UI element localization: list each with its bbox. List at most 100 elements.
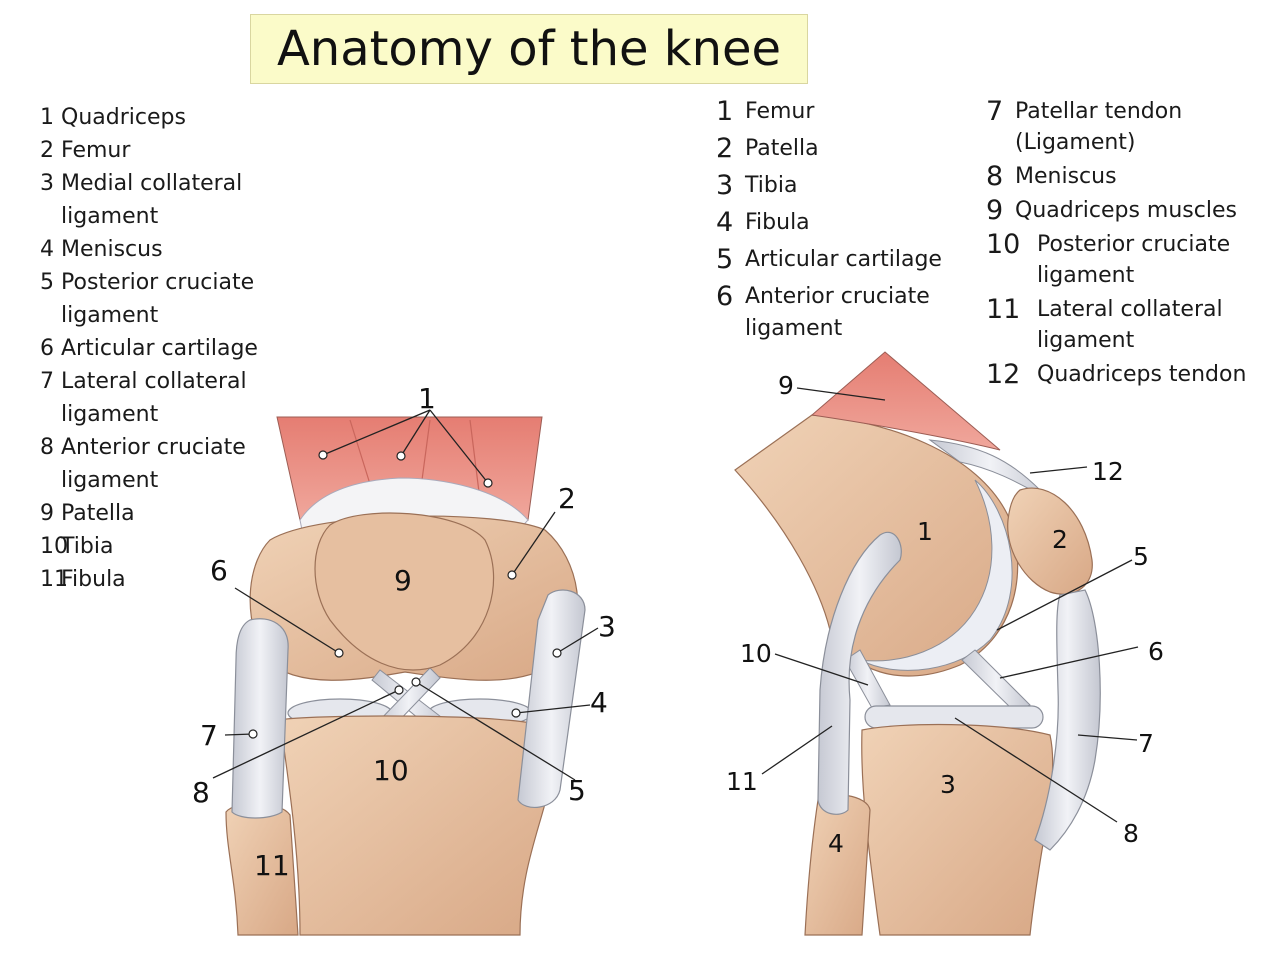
legend-label: Lateral collateral ligament — [61, 369, 247, 427]
legend-label: Meniscus — [1015, 164, 1117, 189]
side-callout-3: 3 — [940, 770, 956, 799]
legend-number: 4 — [40, 237, 54, 262]
front-view-knee — [225, 416, 586, 936]
legend-label: Patella — [745, 136, 819, 161]
legend-label: Lateral collateral ligament — [1037, 297, 1223, 353]
side-callout-6: 6 — [1148, 637, 1164, 666]
legend-label: Fibula — [61, 567, 126, 592]
legend-item: 8 Anterior cruciate ligament — [40, 431, 290, 497]
legend-number: 4 — [716, 207, 734, 238]
legend-item: 2 Femur — [40, 134, 290, 167]
side-callout-8: 8 — [1123, 819, 1139, 848]
legend-label: Femur — [745, 99, 815, 124]
legend-label: Tibia — [745, 173, 798, 198]
front-callout-10: 10 — [373, 754, 409, 787]
legend-item: 7 Lateral collateral ligament — [40, 365, 290, 431]
legend-number: 7 — [986, 96, 1004, 127]
side-callout-1: 1 — [917, 517, 933, 546]
front-tibia-shape — [279, 715, 554, 936]
front-callout-3: 3 — [598, 610, 616, 643]
legend-label: Anterior cruciate ligament — [61, 435, 246, 493]
legend-label: Quadriceps muscles — [1015, 198, 1237, 223]
legend-number: 12 — [986, 359, 1021, 390]
legend-item: 1 Femur — [716, 96, 976, 128]
legend-number: 5 — [40, 270, 54, 295]
side-callout-7: 7 — [1138, 729, 1154, 758]
legend-number: 5 — [716, 244, 734, 275]
side-callout-9: 9 — [778, 371, 794, 400]
legend-side-view-part-1: 1 Femur 2 Patella 3 Tibia 4 Fibula 5 Articular ca… — [716, 96, 976, 350]
legend-label: Anterior cruciate ligament — [745, 284, 930, 341]
front-callout-11: 11 — [254, 849, 290, 882]
legend-number: 2 — [716, 133, 734, 164]
legend-label: Femur — [61, 138, 131, 163]
legend-number: 1 — [716, 96, 734, 127]
legend-item: 2 Patella — [716, 133, 976, 165]
legend-label: Posterior cruciate ligament — [1037, 232, 1231, 288]
legend-label: Patellar tendon (Ligament) — [1015, 99, 1183, 155]
front-callout-8: 8 — [192, 776, 210, 809]
diagram-title: Anatomy of the knee — [250, 14, 808, 84]
side-fibula-shape — [804, 794, 871, 936]
legend-item: 12 Quadriceps tendon — [986, 359, 1276, 390]
legend-label: Articular cartilage — [745, 247, 942, 272]
legend-item: 10 Posterior cruciate ligament — [986, 229, 1276, 291]
front-callout-5: 5 — [568, 774, 586, 807]
legend-front-view: 1 Quadriceps 2 Femur 3 Medial collateral liga… — [40, 101, 290, 596]
side-callout-4: 4 — [828, 829, 844, 858]
side-leader-lines — [761, 387, 1139, 823]
front-callout-9: 9 — [394, 564, 412, 597]
side-callout-12: 12 — [1092, 457, 1124, 486]
legend-item: 3 Tibia — [716, 170, 976, 202]
front-callout-2: 2 — [558, 482, 576, 515]
side-tibia-shape — [861, 723, 1054, 936]
legend-label: Posterior cruciate ligament — [61, 270, 255, 328]
legend-number: 11 — [986, 294, 1021, 325]
legend-number: 6 — [40, 336, 54, 361]
legend-item: 5 Posterior cruciate ligament — [40, 266, 290, 332]
legend-item: 11 Lateral collateral ligament — [986, 294, 1276, 356]
legend-label: Fibula — [745, 210, 810, 235]
legend-label: Quadriceps tendon — [1037, 362, 1247, 387]
front-callout-4: 4 — [590, 686, 608, 719]
side-quadriceps-shape — [810, 351, 1001, 451]
legend-number: 8 — [986, 161, 1004, 192]
legend-number: 9 — [986, 195, 1004, 226]
front-callout-6: 6 — [210, 554, 228, 587]
legend-number: 3 — [40, 171, 54, 196]
legend-label: Medial collateral ligament — [61, 171, 243, 229]
legend-item: 3 Medial collateral ligament — [40, 167, 290, 233]
legend-item: 9 Patella — [40, 497, 290, 530]
side-callout-10: 10 — [740, 639, 772, 668]
legend-item: 4 Fibula — [716, 207, 976, 239]
legend-number: 2 — [40, 138, 54, 163]
front-callout-7: 7 — [200, 719, 218, 752]
legend-item: 8 Meniscus — [986, 161, 1276, 192]
legend-label: Patella — [61, 501, 135, 526]
legend-label: Meniscus — [61, 237, 163, 262]
legend-number: 10 — [986, 229, 1021, 260]
legend-label: Articular cartilage — [61, 336, 258, 361]
side-callout-5: 5 — [1133, 542, 1149, 571]
legend-item: 5 Articular cartilage — [716, 244, 976, 276]
legend-number: 3 — [716, 170, 734, 201]
side-callout-11: 11 — [726, 767, 758, 796]
legend-item: 1 Quadriceps — [40, 101, 290, 134]
legend-label: Quadriceps — [61, 105, 186, 130]
legend-item: 6 Articular cartilage — [40, 332, 290, 365]
side-view-knee — [734, 351, 1101, 936]
front-callout-1: 1 — [418, 382, 436, 415]
legend-label: Tibia — [61, 534, 114, 559]
legend-number: 1 — [40, 105, 54, 130]
legend-number: 9 — [40, 501, 54, 526]
legend-number: 8 — [40, 435, 54, 460]
legend-item: 4 Meniscus — [40, 233, 290, 266]
legend-item: 7 Patellar tendon (Ligament) — [986, 96, 1276, 158]
legend-number: 7 — [40, 369, 54, 394]
front-patella-shape — [314, 512, 495, 671]
side-patella-shape — [1007, 487, 1093, 595]
